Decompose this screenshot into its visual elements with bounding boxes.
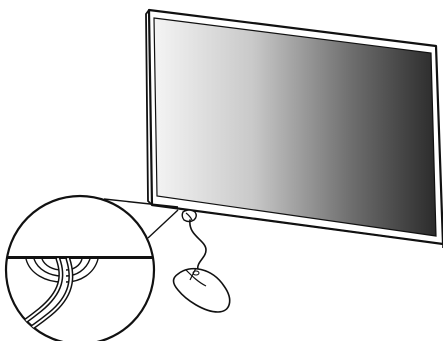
monitor-screen <box>153 17 437 237</box>
monitor-bottom-edge <box>151 204 443 248</box>
monitor-icon <box>145 8 443 248</box>
mouse-cable <box>189 219 207 271</box>
mouse-icon <box>172 267 231 313</box>
cable-clip-icon <box>181 209 197 223</box>
detail-panel-edge <box>6 256 154 259</box>
magnify-callout-icon <box>4 194 179 341</box>
monitor-side-edge <box>145 9 153 206</box>
